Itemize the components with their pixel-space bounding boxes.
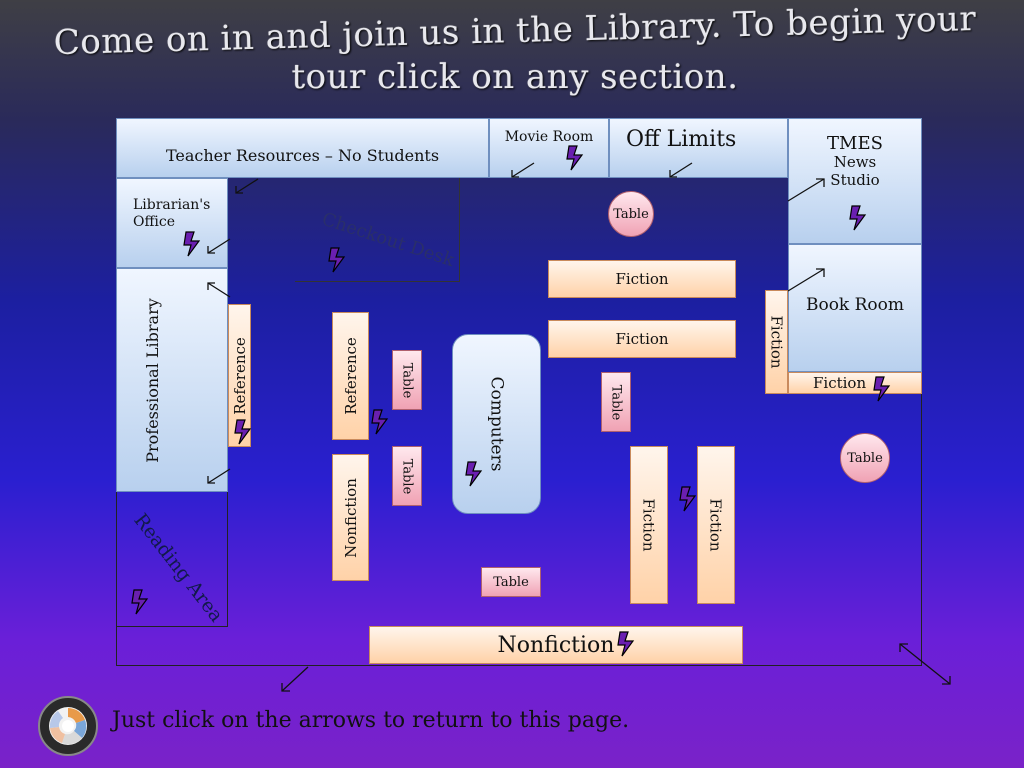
table-4[interactable]: Table — [481, 567, 541, 597]
footer-instructions: Just click on the arrows to return to th… — [112, 708, 630, 733]
lightning-bolt-icon[interactable] — [614, 630, 640, 658]
fiction-label: Fiction — [640, 498, 658, 552]
table-3[interactable]: Table — [601, 372, 631, 432]
office-label: Office — [133, 214, 176, 230]
computers-area[interactable]: Computers — [452, 334, 541, 514]
lightning-bolt-icon[interactable] — [563, 144, 589, 172]
reference-label: Reference — [230, 336, 249, 415]
off-limits-room[interactable]: Off Limits — [609, 118, 788, 178]
professional-library-room[interactable]: Professional Library — [116, 268, 228, 492]
fiction-label: Fiction — [813, 374, 867, 392]
table-round-right[interactable]: Table — [840, 433, 890, 483]
tmes-news-studio-room[interactable]: TMES News Studio — [788, 118, 922, 244]
reference-label: Reference — [341, 337, 360, 415]
home-swirl-icon — [49, 707, 87, 745]
return-arrow-icon[interactable] — [784, 266, 828, 294]
fiction-label: Fiction — [767, 315, 786, 369]
table-label: Table — [399, 458, 415, 494]
table-label: Table — [493, 574, 529, 590]
fiction-shelf-2[interactable]: Fiction — [548, 320, 736, 358]
title-line-2: tour click on any section. — [291, 57, 739, 97]
lightning-bolt-icon[interactable] — [846, 204, 872, 232]
professional-library-label: Professional Library — [142, 297, 162, 463]
home-button[interactable] — [38, 696, 98, 756]
resize-arrow-icon[interactable] — [896, 640, 954, 688]
nonfiction-shelf-bottom[interactable]: Nonfiction — [369, 626, 743, 664]
nonfiction-label: Nonfiction — [497, 632, 615, 658]
fiction-label: Fiction — [615, 270, 669, 288]
return-arrow-icon[interactable] — [666, 160, 696, 180]
fiction-shelf-book-room[interactable]: Fiction — [788, 372, 922, 394]
page-title: Come on in and join us in the Library. T… — [40, 0, 990, 110]
reading-area-outline — [116, 492, 228, 627]
fiction-label: Fiction — [615, 330, 669, 348]
return-arrow-icon[interactable] — [204, 236, 234, 256]
return-arrow-icon[interactable] — [508, 160, 538, 180]
return-arrow-icon[interactable] — [784, 176, 828, 204]
studio-label: Studio — [830, 171, 880, 189]
table-label: Table — [847, 450, 883, 466]
return-arrow-icon[interactable] — [278, 664, 312, 694]
book-room-label: Book Room — [805, 295, 905, 315]
librarians-label: Librarian's — [133, 197, 211, 213]
movie-room-label: Movie Room — [504, 129, 594, 145]
checkout-desk-outline — [295, 178, 460, 282]
fiction-shelf-vertical-2[interactable]: Fiction — [697, 446, 735, 604]
fiction-shelf-1[interactable]: Fiction — [548, 260, 736, 298]
book-room[interactable]: Book Room — [788, 244, 922, 372]
tmes-label: TMES — [827, 133, 883, 154]
table-label: Table — [613, 206, 649, 222]
lightning-bolt-icon[interactable] — [870, 375, 896, 403]
lightning-bolt-icon[interactable] — [231, 418, 257, 446]
table-label: Table — [608, 384, 624, 420]
reference-shelf-center[interactable]: Reference — [332, 312, 369, 440]
return-arrow-icon[interactable] — [232, 176, 262, 196]
movie-room[interactable]: Movie Room — [489, 118, 609, 178]
table-2[interactable]: Table — [392, 446, 422, 506]
lightning-bolt-icon[interactable] — [676, 485, 702, 513]
table-1[interactable]: Table — [392, 350, 422, 410]
lightning-bolt-icon[interactable] — [325, 246, 351, 274]
lightning-bolt-icon[interactable] — [128, 588, 154, 616]
fiction-shelf-vertical-1[interactable]: Fiction — [630, 446, 668, 604]
nonfiction-label: Nonfiction — [341, 477, 360, 558]
return-arrow-icon[interactable] — [204, 280, 234, 300]
lightning-bolt-icon[interactable] — [180, 230, 206, 258]
lightning-bolt-icon[interactable] — [368, 408, 394, 436]
lightning-bolt-icon[interactable] — [462, 460, 488, 488]
table-label: Table — [399, 362, 415, 398]
news-label: News — [833, 153, 877, 171]
table-round-top[interactable]: Table — [608, 191, 654, 237]
reference-shelf-left[interactable]: Reference — [228, 304, 251, 447]
return-arrow-icon[interactable] — [204, 466, 234, 486]
fiction-shelf-right-vertical[interactable]: Fiction — [765, 290, 788, 394]
off-limits-label: Off Limits — [626, 127, 737, 152]
nonfiction-shelf-center[interactable]: Nonfiction — [332, 454, 369, 581]
teacher-resources-label: Teacher Resources – No Students — [165, 145, 440, 165]
computers-label: Computers — [486, 376, 507, 472]
teacher-resources-room[interactable]: Teacher Resources – No Students — [116, 118, 489, 178]
fiction-label: Fiction — [707, 498, 725, 552]
